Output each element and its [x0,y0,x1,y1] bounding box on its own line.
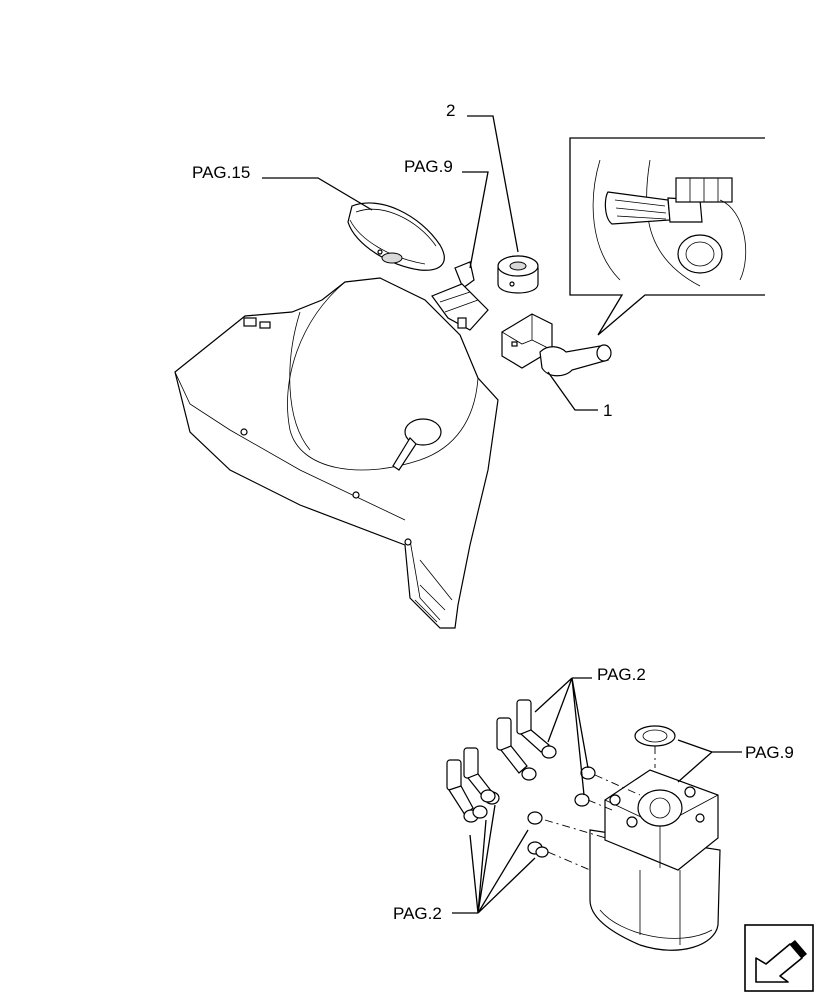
label-pag15: PAG.15 [192,163,250,182]
label-pag2-bottom: PAG.2 [393,904,442,923]
label-item-1: 1 [603,401,612,420]
label-item-2: 2 [446,101,455,120]
switch-item-1 [501,313,612,377]
bushing-item-2 [497,255,539,294]
steering-motor [589,725,721,951]
dashboard-cowl [174,277,499,629]
label-pag9-right: PAG.9 [745,743,794,762]
arrow-down-left-icon[interactable] [744,924,814,992]
label-pag9-top: PAG.9 [404,157,453,176]
column-bracket [431,261,489,331]
detail-inset [569,137,765,336]
leader-lines [262,115,742,914]
hose-fittings [446,699,656,871]
instrument-cluster [347,202,445,271]
label-pag2-top: PAG.2 [597,665,646,684]
